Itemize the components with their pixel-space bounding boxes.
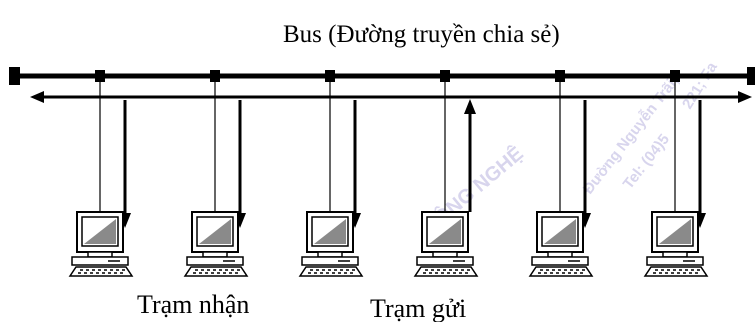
system-unit bbox=[646, 256, 704, 266]
keyboard bbox=[413, 266, 479, 277]
signal-arrow-right bbox=[738, 91, 752, 103]
bus-connector bbox=[95, 70, 105, 82]
monitor-screen bbox=[659, 219, 691, 244]
bus-connector bbox=[440, 70, 450, 82]
system-unit bbox=[531, 256, 589, 266]
receiver-label: Trạm nhận bbox=[137, 290, 249, 319]
computer-icon bbox=[413, 211, 479, 277]
computer-icon bbox=[298, 211, 364, 277]
station-2 bbox=[183, 70, 249, 277]
keyboard bbox=[528, 266, 594, 277]
station-4 bbox=[413, 70, 479, 277]
monitor-screen bbox=[199, 219, 231, 244]
monitor-screen bbox=[84, 219, 116, 244]
monitor-screen bbox=[314, 219, 346, 244]
system-unit bbox=[416, 256, 474, 266]
station-3 bbox=[298, 70, 364, 277]
keyboard bbox=[643, 266, 709, 277]
keyboard bbox=[68, 266, 134, 277]
keyboard bbox=[298, 266, 364, 277]
bus-connector bbox=[325, 70, 335, 82]
send-arrow-head bbox=[464, 99, 476, 114]
system-unit bbox=[71, 256, 129, 266]
system-unit bbox=[301, 256, 359, 266]
computer-icon bbox=[528, 211, 594, 277]
computer-icon bbox=[183, 211, 249, 277]
stations bbox=[68, 70, 709, 277]
station-5 bbox=[528, 70, 594, 277]
signal-line bbox=[30, 91, 752, 103]
signal-arrow-left bbox=[30, 91, 44, 103]
station-1 bbox=[68, 70, 134, 277]
system-unit bbox=[186, 256, 244, 266]
bus-connector bbox=[555, 70, 565, 82]
bus-terminator-right bbox=[747, 67, 755, 85]
bus-line bbox=[9, 67, 755, 85]
bus-connector bbox=[210, 70, 220, 82]
station-6 bbox=[643, 70, 709, 277]
bus-terminator-left bbox=[9, 67, 20, 85]
bus-title: Bus (Đường truyền chia sẻ) bbox=[283, 21, 560, 48]
sender-label: Trạm gửi bbox=[370, 294, 466, 322]
monitor-screen bbox=[544, 219, 576, 244]
keyboard bbox=[183, 266, 249, 277]
bus-connector bbox=[670, 70, 680, 82]
computer-icon bbox=[643, 211, 709, 277]
monitor-screen bbox=[429, 219, 461, 244]
computer-icon bbox=[68, 211, 134, 277]
